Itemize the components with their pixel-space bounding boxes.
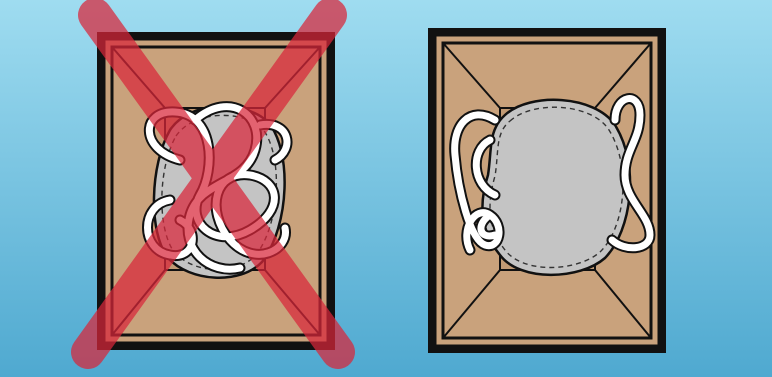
panel-incorrect (88, 15, 338, 352)
panel-correct (428, 28, 666, 353)
stone-object-icon (482, 100, 630, 275)
